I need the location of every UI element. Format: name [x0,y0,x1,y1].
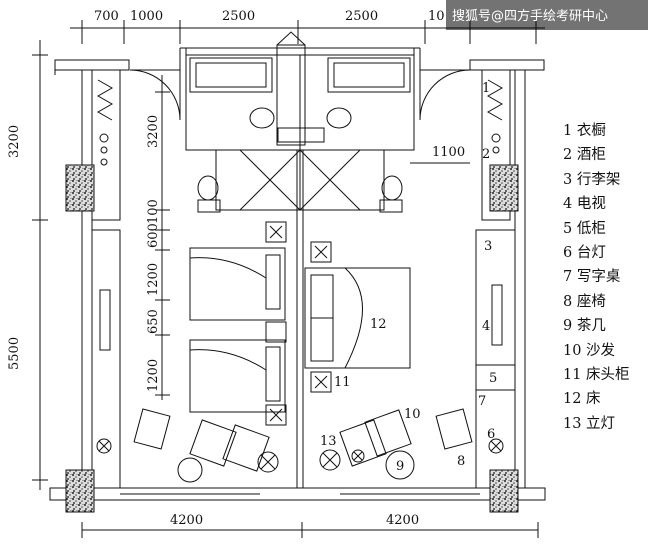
dim-bottom-4200-right: 4200 [386,513,419,528]
dim-top-2500-left: 2500 [222,9,255,24]
plan-number-11: 11 [334,375,351,390]
legend-item-6: 6 台灯 [563,245,606,262]
dim-inner-1200-a: 1200 [146,263,161,296]
dim-right-1100: 1100 [432,145,465,160]
legend-item-12: 12 床 [563,391,601,408]
legend: 1 衣橱 2 酒柜 3 行李架 4 电视 5 低柜 6 台灯 7 写字桌 8 座… [563,119,647,436]
plan-number-9: 9 [396,459,404,474]
dim-inner-1200-b: 1200 [146,359,161,392]
dim-top-10: 10 [428,9,445,24]
plan-number-10: 10 [404,407,421,422]
legend-item-7: 7 写字桌 [563,269,621,286]
watermark-text: 搜狐号@四方手绘考研中心 [452,8,608,24]
legend-item-1: 1 衣橱 [563,123,606,139]
plan-number-3: 3 [484,239,492,254]
legend-item-10: 10 沙发 [563,342,616,359]
dim-left-5500: 5500 [7,337,22,370]
legend-item-5: 5 低柜 [563,220,606,237]
dim-bottom-4200-left: 4200 [170,513,203,528]
legend-item-4: 4 电视 [563,196,606,213]
dim-inner-3200: 3200 [146,115,161,148]
legend-item-9: 9 茶几 [563,318,606,335]
plan-number-2: 2 [482,147,490,162]
plan-number-5: 5 [489,371,497,386]
plan-number-13: 13 [320,434,337,449]
dim-inner-650: 650 [146,309,161,334]
legend-item-2: 2 酒柜 [563,147,606,164]
legend-item-13: 13 立灯 [563,415,616,432]
plan-number-12: 12 [370,317,387,332]
legend-item-11: 11 床头柜 [563,367,630,384]
dim-inner-600: 600 [146,223,161,248]
legend-item-3: 3 行李架 [563,171,621,188]
dim-top-2500-right: 2500 [345,9,378,24]
legend-item-8: 8 座椅 [563,293,606,310]
plan-number-4: 4 [482,319,490,334]
dim-inner-100: 100 [146,199,161,224]
plan-number-8: 8 [457,454,465,469]
plan-number-6: 6 [487,427,495,442]
dim-top-1000: 1000 [130,9,163,24]
plan-number-7: 7 [478,394,486,409]
dim-left-3200: 3200 [7,125,22,158]
plan-number-1: 1 [482,81,490,96]
watermark-band [446,0,648,30]
dim-top-700: 700 [94,9,119,24]
